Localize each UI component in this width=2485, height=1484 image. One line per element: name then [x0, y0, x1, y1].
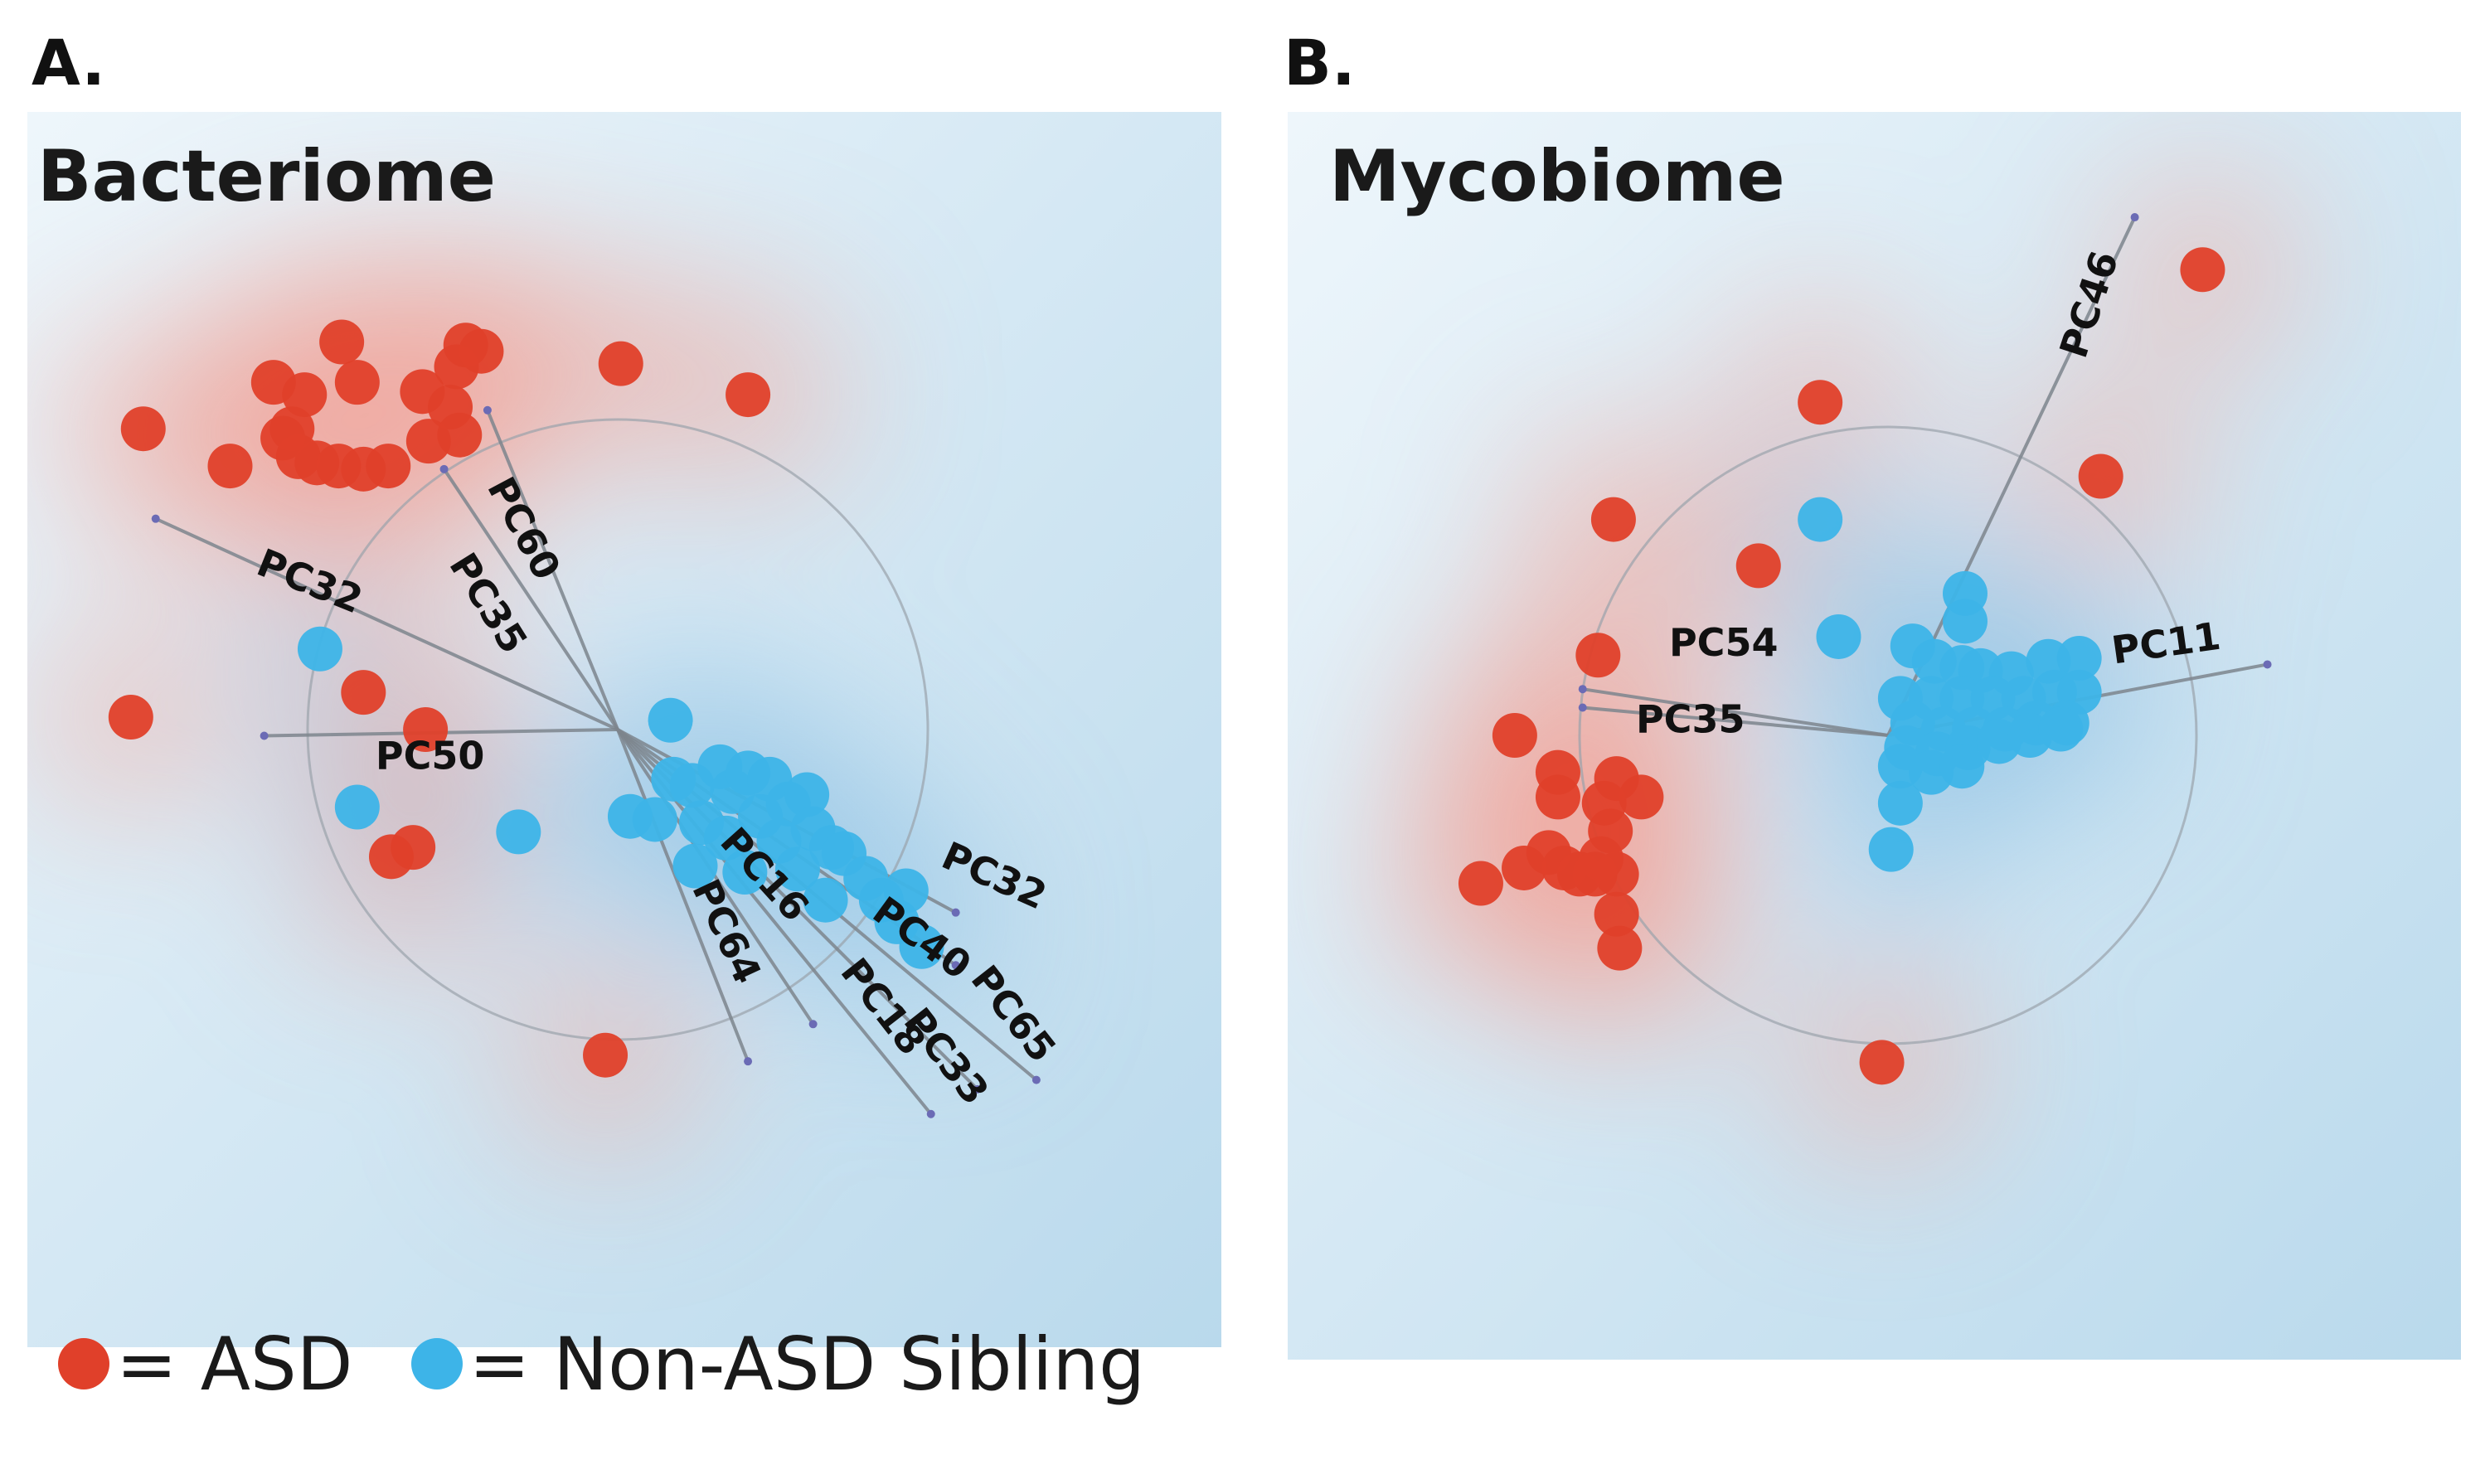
- panel-b-letter: B.: [1284, 26, 1356, 99]
- data-point: [598, 341, 643, 386]
- data-point: [391, 825, 436, 871]
- data-point: [2038, 706, 2084, 752]
- vector-tip: [439, 464, 449, 473]
- data-point: [1798, 497, 1843, 542]
- data-point: [784, 772, 830, 817]
- data-point: [1594, 851, 1639, 897]
- data-point: [459, 328, 504, 374]
- data-point: [1502, 845, 1547, 890]
- data-point: [366, 444, 411, 489]
- data-point: [1492, 713, 1537, 758]
- data-point: [334, 360, 380, 405]
- data-point: [1575, 633, 1621, 678]
- vector-label-pc35: PC35: [1636, 697, 1745, 742]
- vector-tip: [1578, 685, 1587, 694]
- data-point: [319, 319, 365, 365]
- vector-tip: [951, 961, 960, 970]
- data-point: [1868, 827, 1914, 872]
- vector-tip: [260, 731, 269, 740]
- legend-sibling-label: = Non-ASD Sibling: [468, 1321, 1145, 1407]
- data-point: [1877, 780, 1923, 826]
- data-point: [2056, 636, 2102, 681]
- vector-tip: [2130, 213, 2139, 222]
- legend-item-sibling: = Non-ASD Sibling: [410, 1321, 1145, 1407]
- data-point: [120, 406, 166, 452]
- legend-sibling-dot: [410, 1338, 463, 1389]
- vector-pc54: [1582, 687, 1889, 737]
- data-point: [496, 809, 541, 855]
- legend-asd-label: = ASD: [116, 1321, 353, 1407]
- data-point: [583, 1032, 629, 1078]
- series-asd: [1458, 247, 2225, 1085]
- vector-tip: [483, 405, 492, 415]
- vector-label-pc54: PC54: [1669, 620, 1779, 665]
- data-point: [297, 626, 342, 672]
- data-point: [341, 670, 386, 715]
- data-point: [1859, 1040, 1905, 1085]
- data-point: [722, 850, 768, 895]
- data-point: [883, 868, 929, 914]
- vector-pc35: [1582, 706, 1889, 737]
- data-point: [1816, 613, 1861, 659]
- vector-tip: [2263, 660, 2272, 669]
- legend-asd-dot: [58, 1338, 109, 1389]
- data-point: [1619, 774, 1664, 820]
- vector-pc32: [154, 516, 619, 731]
- data-point: [1798, 380, 1843, 425]
- data-point: [1458, 861, 1503, 906]
- vector-tip: [1578, 703, 1587, 712]
- data-point: [726, 372, 771, 418]
- data-point: [1535, 774, 1580, 820]
- data-point: [1735, 543, 1781, 589]
- vector-pc64: [616, 729, 750, 1062]
- data-point: [1939, 744, 1985, 789]
- panel-a-title: Bacteriome: [37, 135, 496, 218]
- data-point: [803, 877, 848, 923]
- vector-tip: [973, 1084, 982, 1094]
- panel-b-title: Mycobiome: [1329, 135, 1785, 218]
- vector-pc35: [442, 468, 619, 731]
- data-point: [2078, 453, 2123, 499]
- legend: = ASD = Non-ASD Sibling: [58, 1314, 1203, 1414]
- vector-tip: [1031, 1075, 1041, 1084]
- data-point: [703, 815, 749, 861]
- data-point: [899, 924, 944, 969]
- data-point: [1594, 891, 1639, 937]
- data-point: [1597, 925, 1643, 971]
- series-non-asd-sibling: [297, 626, 944, 969]
- data-point: [2180, 247, 2225, 293]
- vector-tip: [151, 514, 160, 523]
- data-point: [437, 412, 483, 458]
- series-asd: [108, 319, 771, 1078]
- legend-item-asd: = ASD: [58, 1322, 353, 1407]
- data-point: [282, 372, 328, 418]
- data-point: [207, 444, 253, 489]
- data-point: [1590, 497, 1636, 542]
- panel-a-letter: A.: [32, 26, 106, 99]
- data-point: [632, 797, 677, 842]
- vector-label-pc50: PC50: [376, 733, 485, 778]
- data-point: [403, 707, 449, 752]
- panel-a-svg: PC60PC35PC32PC50PC64PC16PC18PC33PC65PC40…: [27, 112, 1221, 1347]
- data-point: [672, 843, 718, 889]
- vector-tip: [808, 1020, 818, 1029]
- vector-tip: [926, 1109, 935, 1118]
- vector-pc16: [616, 728, 815, 1026]
- vector-pc60: [486, 410, 619, 730]
- series-non-asd-sibling: [1798, 497, 2102, 872]
- vector-tip: [951, 908, 960, 917]
- data-point: [334, 784, 380, 830]
- data-point: [774, 846, 820, 892]
- data-point: [648, 697, 693, 743]
- data-point: [1943, 599, 1988, 644]
- data-point: [108, 695, 153, 740]
- vector-tip: [744, 1057, 753, 1066]
